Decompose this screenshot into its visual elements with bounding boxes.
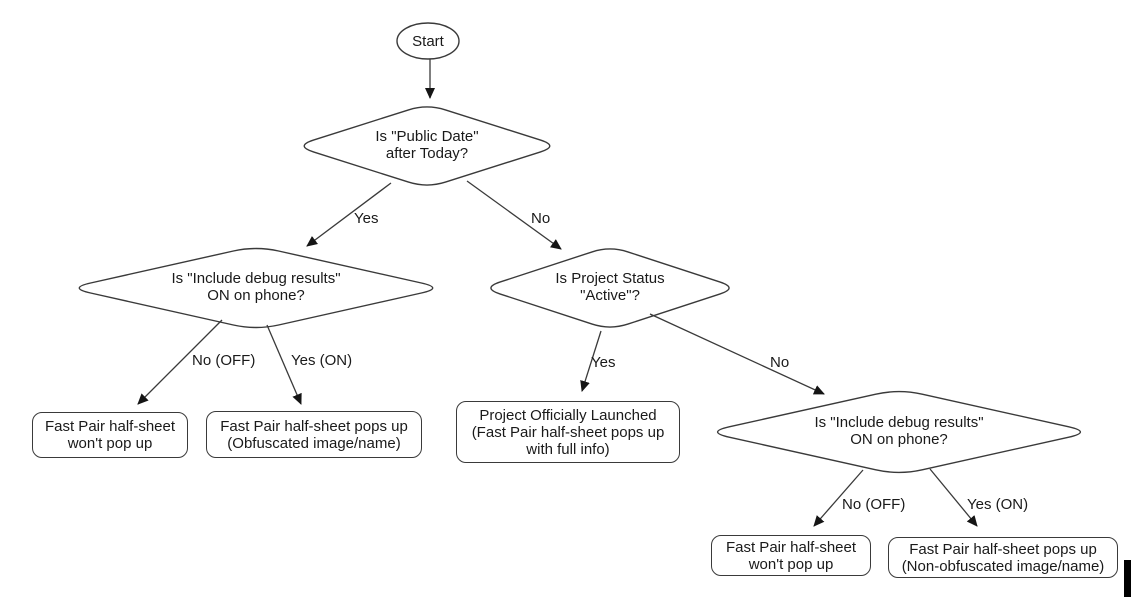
- arrow-public-date-yes: [306, 182, 392, 247]
- start-node-label: Start: [412, 32, 444, 50]
- decision-debug-right-label: Is "Include debug results" ON on phone?: [814, 414, 984, 448]
- edge-label-debug-right-no-off: No (OFF): [842, 496, 906, 513]
- arrow-project-status-no: [649, 313, 825, 395]
- result-box-obfuscated-popup-label: Fast Pair half-sheet pops up (Obfuscated…: [220, 417, 408, 452]
- decision-diamond-public-date: [303, 106, 551, 186]
- decision-public-date-label: Is "Public Date" after Today?: [375, 128, 479, 162]
- result-box-no-popup-left-label: Fast Pair half-sheet won't pop up: [44, 418, 176, 452]
- result-box-launched-label: Project Officially Launched (Fast Pair h…: [471, 406, 665, 458]
- result-box-no-popup-left: Fast Pair half-sheet won't pop up: [32, 412, 188, 458]
- arrow-debug-right-yes-on: [929, 468, 978, 527]
- result-box-no-popup-right: Fast Pair half-sheet won't pop up: [711, 535, 871, 576]
- result-box-obfuscated-popup: Fast Pair half-sheet pops up (Obfuscated…: [206, 411, 422, 458]
- edge-label-debug-right-yes-on: Yes (ON): [967, 496, 1029, 513]
- decision-debug-left-label: Is "Include debug results" ON on phone?: [171, 270, 341, 304]
- edge-label-public-date-no: No: [531, 210, 551, 227]
- edge-label-debug-left-yes-on: Yes (ON): [291, 352, 353, 369]
- text-caret-artifact: [1124, 560, 1131, 597]
- arrow-project-status-yes: [580, 330, 602, 392]
- arrow-debug-left-no-off: [137, 319, 223, 405]
- start-oval: [396, 22, 460, 60]
- decision-project-status-label: Is Project Status "Active"?: [555, 270, 665, 304]
- result-box-non-obfuscated-popup-label: Fast Pair half-sheet pops up (Non-obfusc…: [901, 540, 1105, 575]
- arrow-public-date-no: [466, 180, 562, 250]
- edge-label-project-status-no: No: [770, 354, 790, 371]
- edge-label-project-status-yes: Yes: [591, 354, 616, 371]
- edge-label-public-date-yes: Yes: [354, 210, 379, 227]
- edge-label-debug-left-no-off: No (OFF): [192, 352, 256, 369]
- decision-diamond-project-status: [490, 248, 730, 328]
- result-box-launched: Project Officially Launched (Fast Pair h…: [456, 401, 680, 463]
- result-box-non-obfuscated-popup: Fast Pair half-sheet pops up (Non-obfusc…: [888, 537, 1118, 578]
- arrow-debug-right-no-off: [813, 469, 864, 527]
- result-box-no-popup-right-label: Fast Pair half-sheet won't pop up: [725, 538, 857, 573]
- arrow-debug-left-yes-on: [266, 324, 302, 405]
- decision-diamond-debug-right: [716, 390, 1082, 474]
- decision-diamond-debug-left: [78, 247, 434, 329]
